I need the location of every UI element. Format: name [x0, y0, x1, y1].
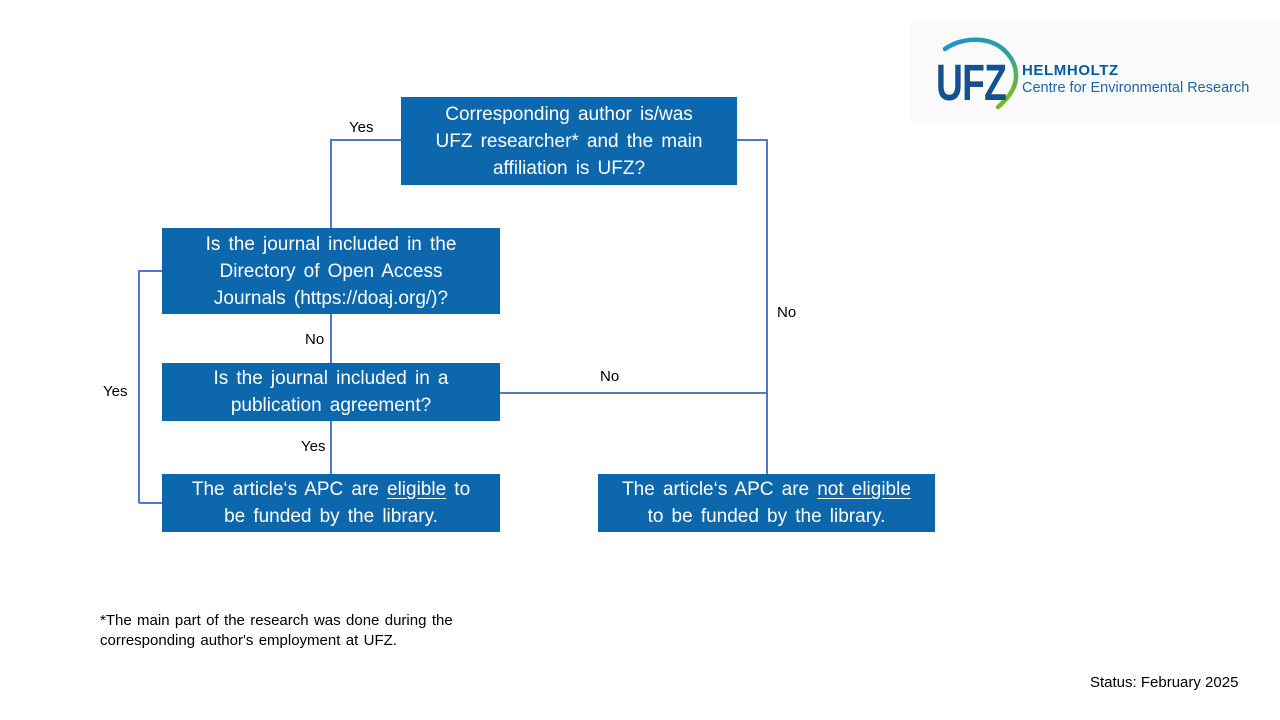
result-text-pre: The article‘s APC are	[622, 479, 818, 500]
label-no-agreement: No	[600, 368, 620, 385]
box-text-line: UFZ researcher* and the main	[435, 130, 703, 152]
box-text-line: be funded by the library.	[224, 506, 438, 527]
footnote: *The main part of the research was done …	[100, 611, 453, 650]
label-yes-agreement: Yes	[301, 438, 326, 455]
flow-box-agreement-question: Is the journal included in a publication…	[162, 363, 500, 421]
connector-no-top-horizontal	[737, 139, 768, 141]
flow-box-result-not-eligible: The article‘s APC are not eligible to be…	[598, 474, 935, 532]
box-text-line: affiliation is UFZ?	[492, 157, 646, 179]
box-text-line: Is the journal included in the	[205, 233, 457, 255]
box-text-line: Corresponding author is/was	[445, 103, 693, 125]
box-text-line: Is the journal included in a	[213, 368, 449, 389]
logo-arc-path	[942, 37, 1019, 110]
result-text-underlined: eligible	[387, 479, 447, 500]
connector-yes-left-vertical	[138, 270, 140, 503]
helmholtz-wordmark: HELMHOLTZ	[1022, 62, 1119, 79]
connector-doaj-yes-stub	[139, 270, 162, 272]
result-text-underlined: not eligible	[817, 479, 911, 500]
connector-eligible-yes-stub	[139, 502, 162, 504]
flow-box-doaj-question: Is the journal included in the Directory…	[162, 228, 500, 314]
footnote-line: corresponding author's employment at UFZ…	[100, 631, 397, 649]
box-text-line: The article‘s APC are not eligible	[622, 476, 911, 503]
box-text-line: Journals (https://doaj.org/)?	[213, 287, 449, 309]
box-text-line: Directory of Open Access	[219, 260, 443, 282]
ufz-logo-arc-icon	[942, 37, 1019, 110]
connector-no-right-vertical	[766, 139, 768, 474]
connector-agreement-to-eligible	[330, 421, 332, 474]
label-yes-left: Yes	[103, 383, 128, 400]
label-no-doaj: No	[305, 331, 325, 348]
connector-yes-top-vertical	[330, 139, 332, 229]
result-text-pre: The article‘s APC are	[191, 479, 387, 500]
result-text-post: to	[446, 479, 471, 500]
footnote-line: *The main part of the research was done …	[100, 612, 453, 629]
label-no-top: No	[777, 304, 797, 321]
ufz-wordmark: UFZ	[936, 54, 1007, 111]
connector-agreement-no-horizontal	[500, 392, 767, 394]
connector-doaj-to-agreement	[330, 314, 332, 363]
helmholtz-subtitle: Centre for Environmental Research	[1022, 80, 1250, 96]
connector-yes-top-horizontal	[331, 139, 401, 141]
box-text-line: publication agreement?	[230, 395, 432, 416]
flow-box-result-eligible: The article‘s APC are eligible to be fun…	[162, 474, 500, 532]
status-date: Status: February 2025	[1090, 674, 1239, 691]
flow-box-author-question: Corresponding author is/was UFZ research…	[401, 97, 737, 185]
box-text-line: The article‘s APC are eligible to	[192, 476, 470, 503]
logo-panel: UFZ HELMHOLTZ Centre for Environmental R…	[910, 21, 1280, 123]
box-text-line: to be funded by the library.	[647, 506, 886, 527]
label-yes-top: Yes	[349, 119, 374, 136]
